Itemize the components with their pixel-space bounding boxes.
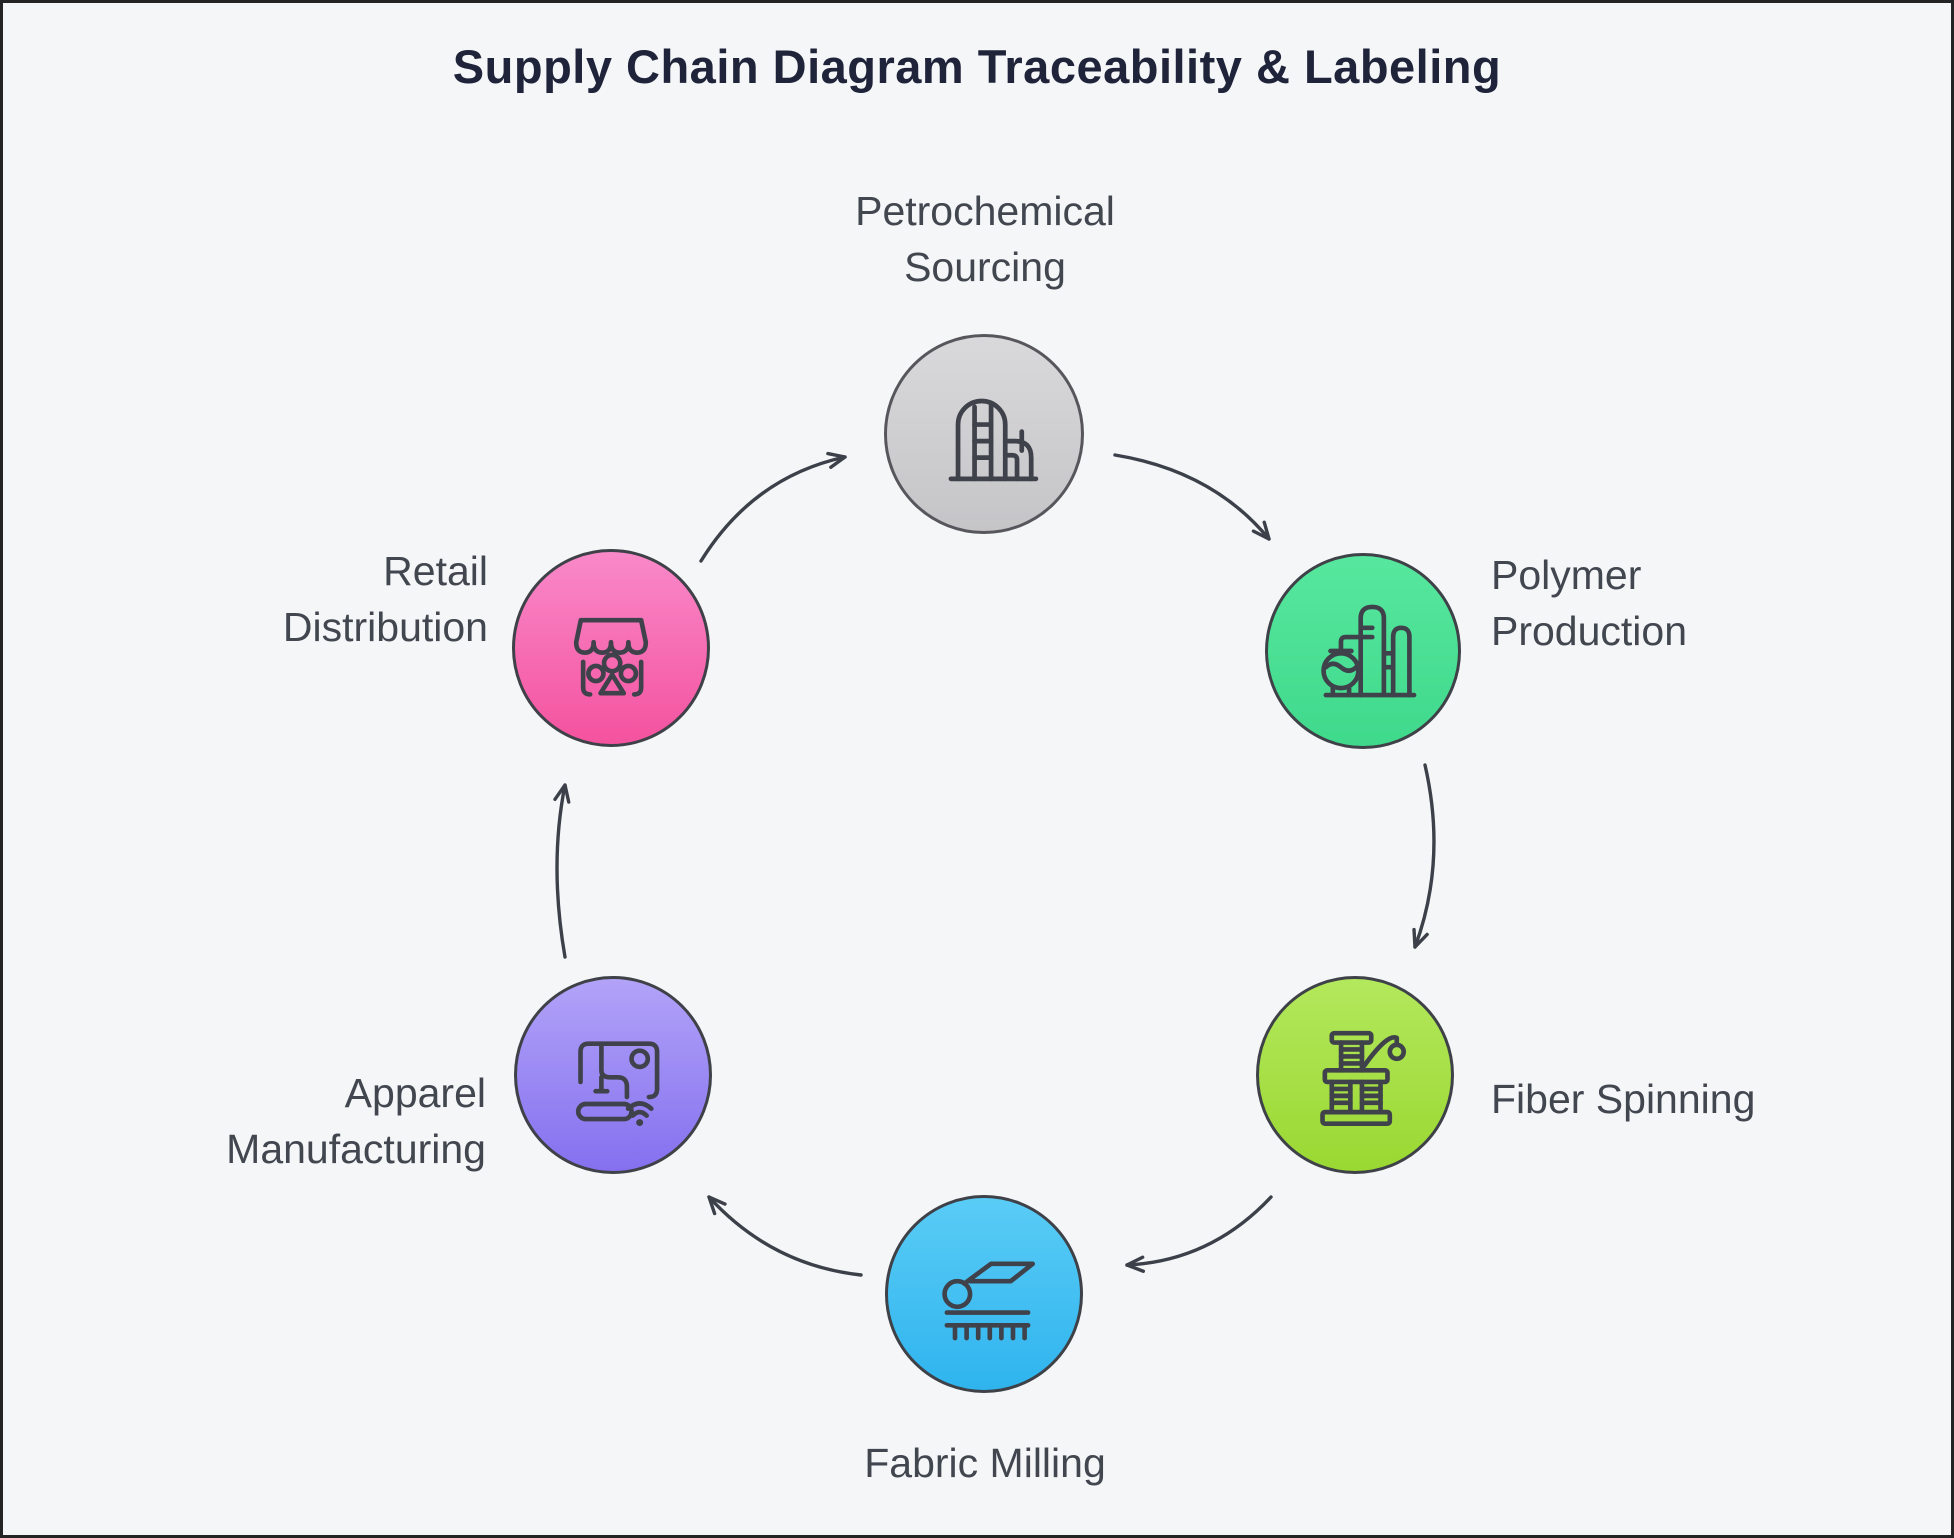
chemical-plant-icon bbox=[1321, 604, 1417, 698]
arrow-fiber-to-fabric bbox=[1125, 1195, 1273, 1273]
oil-silo-icon bbox=[948, 398, 1039, 482]
label-line: Apparel bbox=[344, 1070, 486, 1116]
node-fabric-milling bbox=[885, 1195, 1083, 1393]
label-line: Fiber Spinning bbox=[1491, 1076, 1756, 1122]
diagram-title: Supply Chain Diagram Traceability & Labe… bbox=[452, 40, 1502, 93]
arrow-retail-to-petro bbox=[699, 451, 847, 563]
label-line: Fabric Milling bbox=[864, 1440, 1106, 1486]
node-apparel-manufacturing bbox=[514, 976, 712, 1174]
label-line: Polymer bbox=[1491, 552, 1642, 598]
arrow-apparel-to-retail bbox=[553, 783, 571, 959]
label-line: Retail bbox=[383, 548, 488, 594]
node-fiber-spinning bbox=[1256, 976, 1454, 1174]
node-retail-distribution bbox=[512, 549, 710, 747]
label-petrochemical-sourcing: Petrochemical Sourcing bbox=[685, 183, 1285, 295]
storefront-icon bbox=[573, 617, 649, 697]
node-petrochemical-sourcing bbox=[884, 334, 1084, 534]
label-fiber-spinning: Fiber Spinning bbox=[1491, 1071, 1951, 1127]
label-line: Petrochemical bbox=[855, 188, 1115, 234]
node-polymer-production bbox=[1265, 553, 1461, 749]
arrow-fabric-to-apparel bbox=[707, 1195, 863, 1277]
label-retail-distribution: Retail Distribution bbox=[3, 543, 488, 655]
label-polymer-production: Polymer Production bbox=[1491, 547, 1931, 659]
arrow-petro-to-polymer bbox=[1113, 453, 1271, 541]
label-apparel-manufacturing: Apparel Manufacturing bbox=[3, 1065, 486, 1177]
arrow-polymer-to-fiber bbox=[1412, 763, 1436, 949]
label-line: Sourcing bbox=[904, 244, 1066, 290]
label-line: Manufacturing bbox=[226, 1126, 486, 1172]
spinning-machine-icon bbox=[1320, 1030, 1407, 1127]
label-line: Distribution bbox=[282, 604, 488, 650]
fabric-roll-icon bbox=[942, 1261, 1036, 1341]
label-fabric-milling: Fabric Milling bbox=[685, 1435, 1285, 1491]
label-line: Production bbox=[1491, 608, 1688, 654]
sewing-machine-icon bbox=[575, 1041, 660, 1127]
